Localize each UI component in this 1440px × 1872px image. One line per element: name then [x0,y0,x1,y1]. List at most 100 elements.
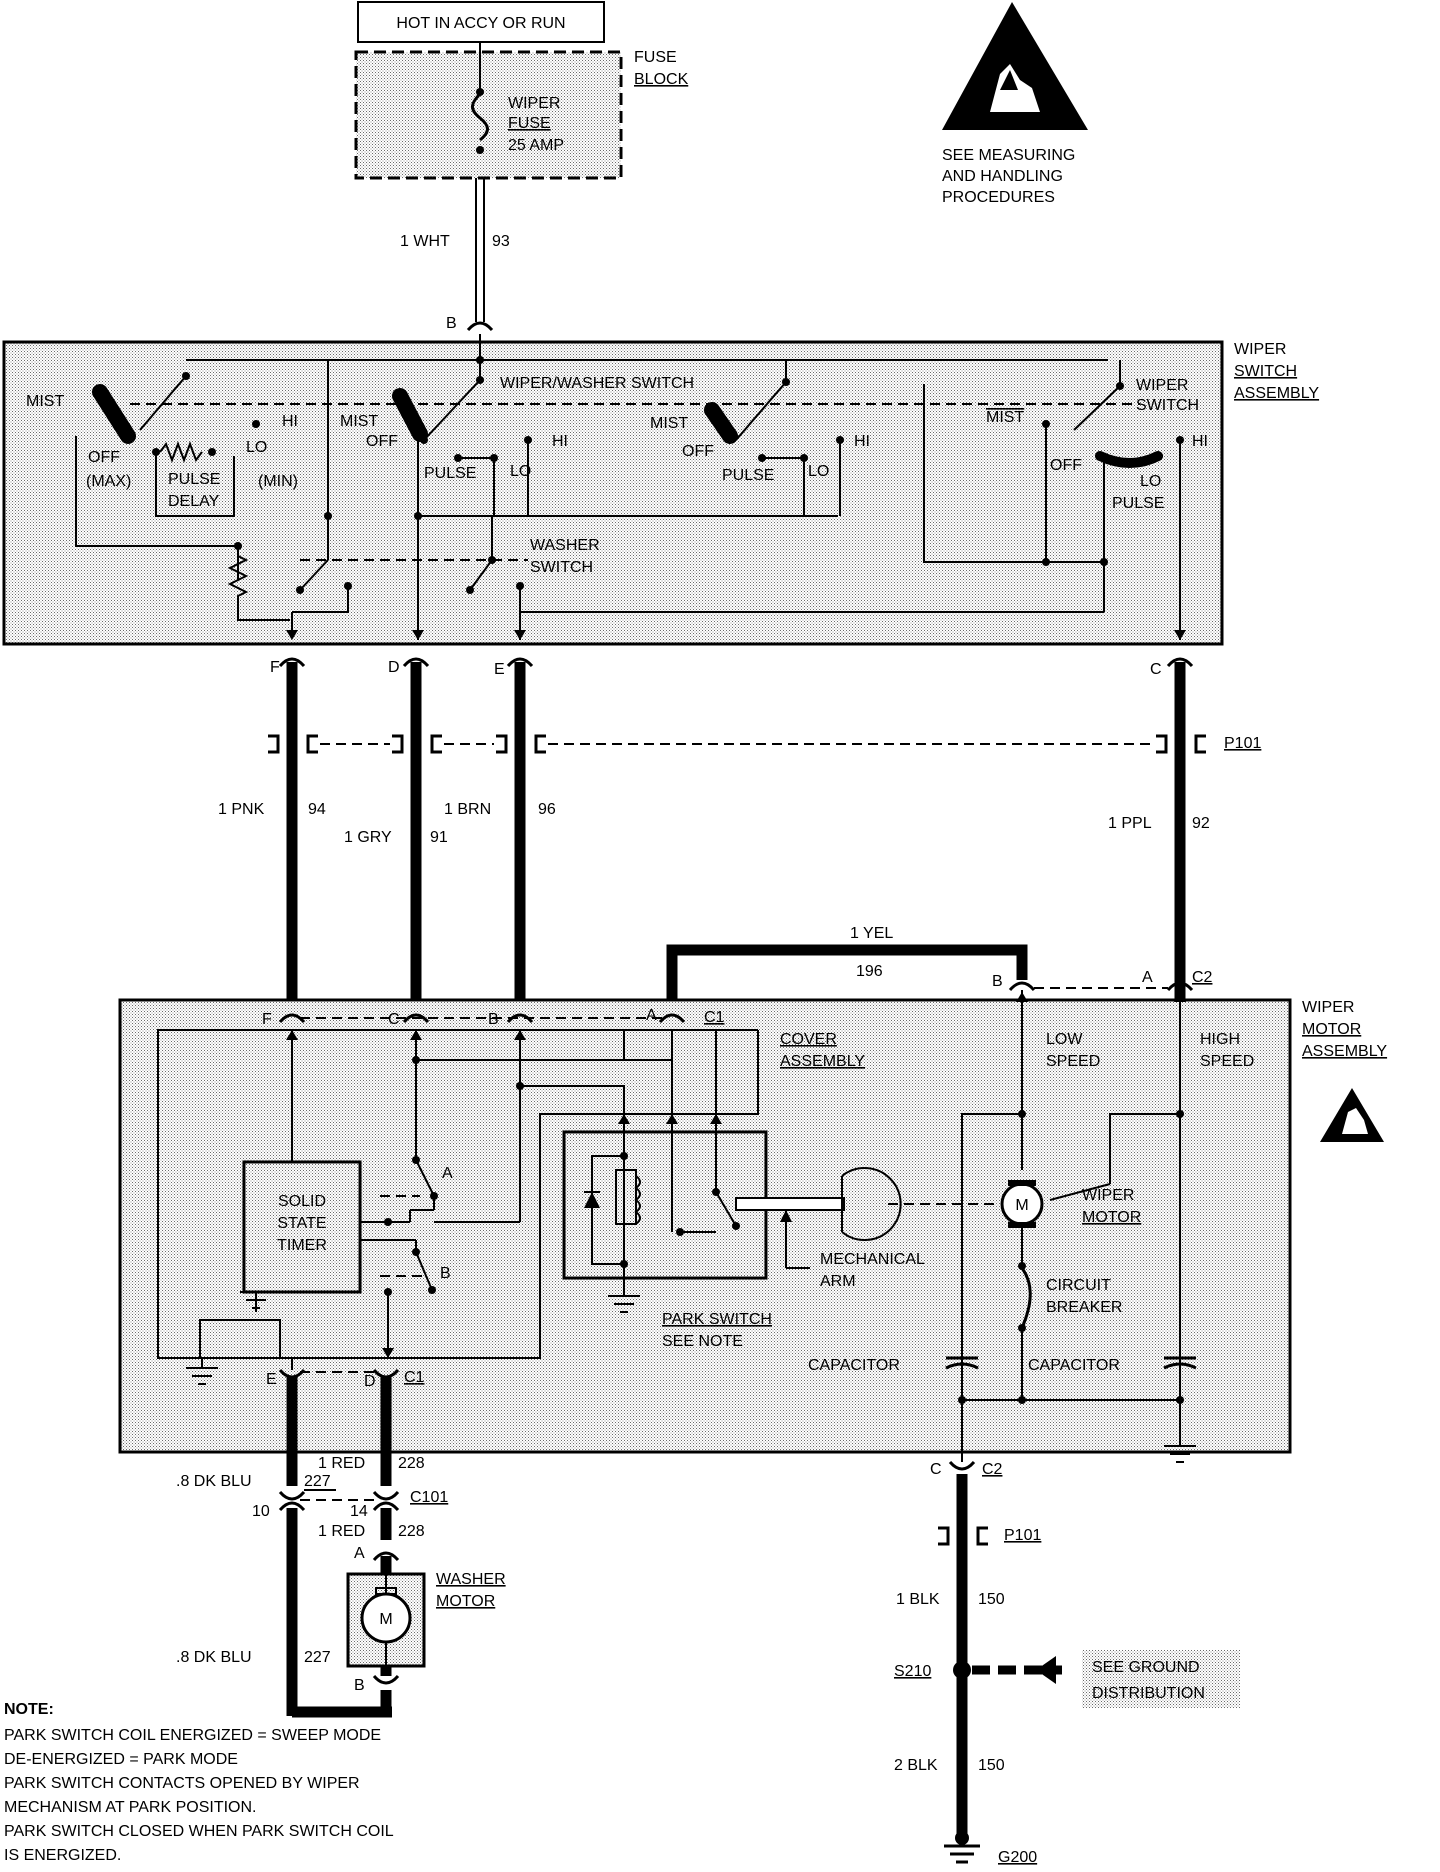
cavity-14: 14 [350,1503,368,1520]
ground-wire2-circuit: 150 [978,1757,1005,1774]
washer-red-color-1: 1 RED [318,1455,365,1472]
s3-off: OFF [682,443,714,460]
mpin-d: D [364,1373,376,1390]
washer-blu-color-2-text: 8 DK BLU [180,1649,251,1666]
timer-1: SOLID [278,1193,326,1210]
power-source-box [357,1,605,43]
wiper-motor-assy-1: WIPER [1302,999,1354,1016]
wire-pnk-circuit: 94 [308,801,326,818]
cam-wheel [841,1167,902,1241]
washer-blu-circuit-2: 227 [304,1649,331,1666]
wiper-switch-title-1: WIPER [1234,341,1286,358]
esd-warning-icon [942,2,1088,130]
wire-gry-circuit: 91 [430,829,448,846]
s4-lo: LO [1140,473,1161,490]
s1-min: (MIN) [258,473,298,490]
s4-off: OFF [1050,457,1082,474]
mpin-a2: A [1142,969,1153,986]
s2-lo: LO [510,463,531,480]
fuse-symbol [471,92,489,142]
mist-lever-1 [92,384,136,444]
feed-wire-circuit: 93 [492,233,510,250]
s3-pulse: PULSE [722,467,774,484]
splice-label: S210 [894,1663,931,1680]
pin-f-top: F [270,659,280,676]
wire-ppl-circuit: 92 [1192,815,1210,832]
esd-notice-2: AND HANDLING [942,168,1063,185]
wiper-motor-label-1: WIPER [1082,1187,1134,1204]
capacitor-1: CAPACITOR [808,1357,900,1374]
low-speed-1: LOW [1046,1031,1083,1048]
pin-e-top: E [494,661,505,678]
ground-ref-2: DISTRIBUTION [1092,1685,1205,1702]
timer-3: TIMER [277,1237,327,1254]
fuse-label-1: WIPER [508,95,560,112]
s1-pulse: PULSE [168,471,220,488]
pin-c-top: C [1150,661,1162,678]
note-heading: NOTE: [4,1701,54,1718]
feed-wire-color: 1 WHT [400,233,450,250]
washer-motor-2: MOTOR [436,1593,495,1610]
s2-pulse: PULSE [424,465,476,482]
park-switch-2: SEE NOTE [662,1333,743,1350]
splice-s210 [953,1661,971,1679]
feed-wire-pin: B [446,315,457,332]
relay-a-label: A [442,1165,453,1182]
wire-yel-circuit: 196 [856,963,883,980]
s4-mist: MIST [986,409,1024,426]
s2-off: OFF [366,433,398,450]
note-line-5: PARK SWITCH CLOSED WHEN PARK SWITCH COIL [4,1823,394,1840]
timer-2: STATE [277,1215,326,1232]
s1-off: OFF [88,449,120,466]
s1-mist: MIST [26,393,64,410]
wire-pnk-color: 1 PNK [218,801,265,818]
esd-notice-1: SEE MEASURING [942,147,1075,164]
s4-hi: HI [1192,433,1208,450]
ground-distribution-ref [1082,1650,1240,1708]
mpin-a: A [646,1007,657,1024]
wire-brn-color: 1 BRN [444,801,491,818]
note-line-6: IS ENERGIZED. [4,1847,121,1864]
solid-state-timer [242,1160,362,1294]
mist-lever-2 [392,388,428,442]
ground-wire1-circuit: 150 [978,1591,1005,1608]
washer-blu-circuit-1: 227 [304,1473,331,1490]
cover-2: ASSEMBLY [780,1053,865,1070]
mpin-c: C [388,1011,400,1028]
washer-red-circuit-2: 228 [398,1523,425,1540]
wiper-washer-switch-label: WIPER/WASHER SWITCH [500,375,694,392]
mech-arm-2: ARM [820,1273,856,1290]
ground-wire2-color: 2 BLK [894,1757,938,1774]
s1-lo: LO [246,439,267,456]
harness: P101 1 PNK 94 1 GRY 91 1 BRN 96 1 PPL 92… [218,657,1261,1020]
note-line-1: PARK SWITCH COIL ENERGIZED = SWEEP MODE [4,1727,381,1744]
s4-title-2: SWITCH [1136,397,1199,414]
p101-top: P101 [1224,735,1261,752]
fuse-label-3: 25 AMP [508,137,564,154]
washer-blu-color-1-text: 8 DK BLU [180,1473,251,1490]
cavity-10: 10 [252,1503,270,1520]
wiper-motor-label-2: MOTOR [1082,1209,1141,1226]
s3-lo: LO [808,463,829,480]
s2-mist: MIST [340,413,378,430]
wiper-switch-title-3: ASSEMBLY [1234,385,1319,402]
park-switch-1: PARK SWITCH [662,1311,772,1328]
wire-yel-color: 1 YEL [850,925,893,942]
circuit-breaker-symbol [1020,1267,1032,1329]
ground-circuit: C C2 P101 1 BLK 150 S210 SEE GROUND DIST… [894,1450,1240,1866]
washer-blu-color-1: .8 DK BLU [176,1473,252,1490]
cover-1: COVER [780,1031,837,1048]
mpin-b: B [488,1011,499,1028]
mconn-c1-bottom: C1 [404,1369,425,1386]
wire-gry-color: 1 GRY [344,829,392,846]
ground-wire1-color: 1 BLK [896,1591,940,1608]
low-speed-2: SPEED [1046,1053,1100,1070]
wiper-motor-assy-2: MOTOR [1302,1021,1361,1038]
wiper-motor-assy-3: ASSEMBLY [1302,1043,1387,1060]
high-speed-2: SPEED [1200,1053,1254,1070]
fuse-block: FUSE BLOCK WIPER FUSE 25 AMP [354,42,689,180]
wiper-switch-assembly: WIPER SWITCH ASSEMBLY WIPER/WASHER SWITC… [2,334,1319,678]
breaker-2: BREAKER [1046,1299,1122,1316]
washer-motor-m: M [379,1611,392,1628]
